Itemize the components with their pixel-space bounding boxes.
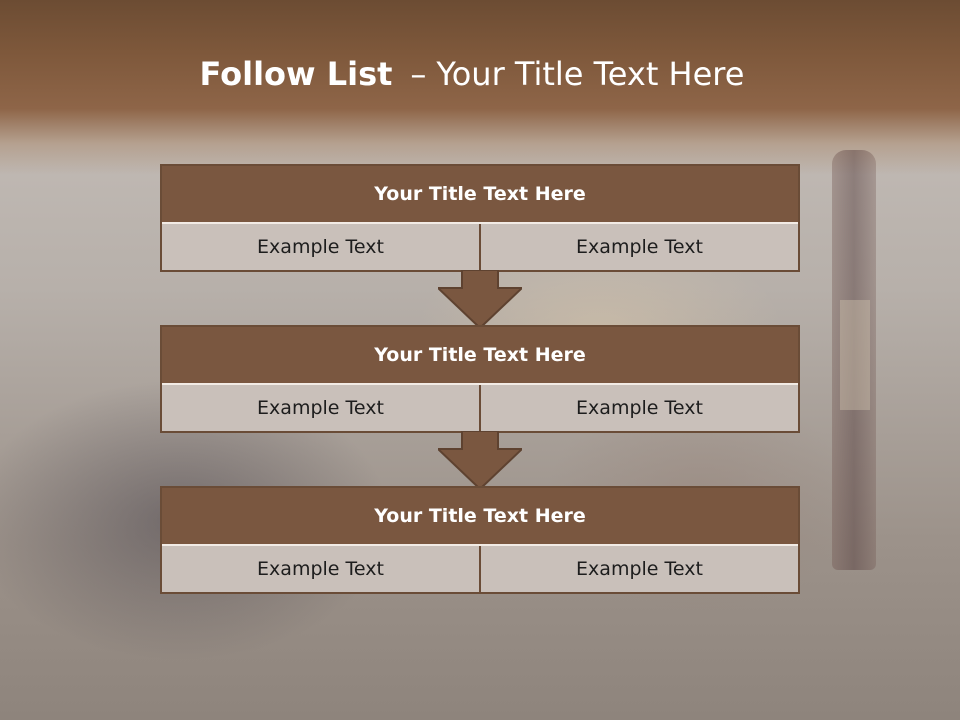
header-band	[0, 0, 960, 175]
down-arrow-icon	[438, 431, 522, 489]
block-row: Example Text Example Text	[162, 224, 798, 270]
block-row: Example Text Example Text	[162, 546, 798, 592]
block-row: Example Text Example Text	[162, 385, 798, 431]
block-cell-right: Example Text	[479, 224, 798, 270]
list-block-2: Your Title Text Here Example Text Exampl…	[160, 325, 800, 433]
block-cell-right: Example Text	[479, 546, 798, 592]
block-title: Your Title Text Here	[162, 488, 798, 546]
list-block-3: Your Title Text Here Example Text Exampl…	[160, 486, 800, 594]
slide-title-bold: Follow List	[199, 55, 393, 93]
block-cell-left: Example Text	[162, 546, 479, 592]
down-arrow-icon	[438, 270, 522, 328]
block-cell-left: Example Text	[162, 385, 479, 431]
block-cell-right: Example Text	[479, 385, 798, 431]
block-title: Your Title Text Here	[162, 166, 798, 224]
block-cell-left: Example Text	[162, 224, 479, 270]
list-block-1: Your Title Text Here Example Text Exampl…	[160, 164, 800, 272]
block-title: Your Title Text Here	[162, 327, 798, 385]
bottle-label-decoration	[840, 300, 870, 410]
slide-title-separator: –	[410, 55, 427, 93]
wine-bottle-decoration	[832, 150, 876, 570]
slide-title: Follow List–Your Title Text Here	[0, 55, 944, 93]
slide-title-rest: Your Title Text Here	[436, 55, 745, 93]
